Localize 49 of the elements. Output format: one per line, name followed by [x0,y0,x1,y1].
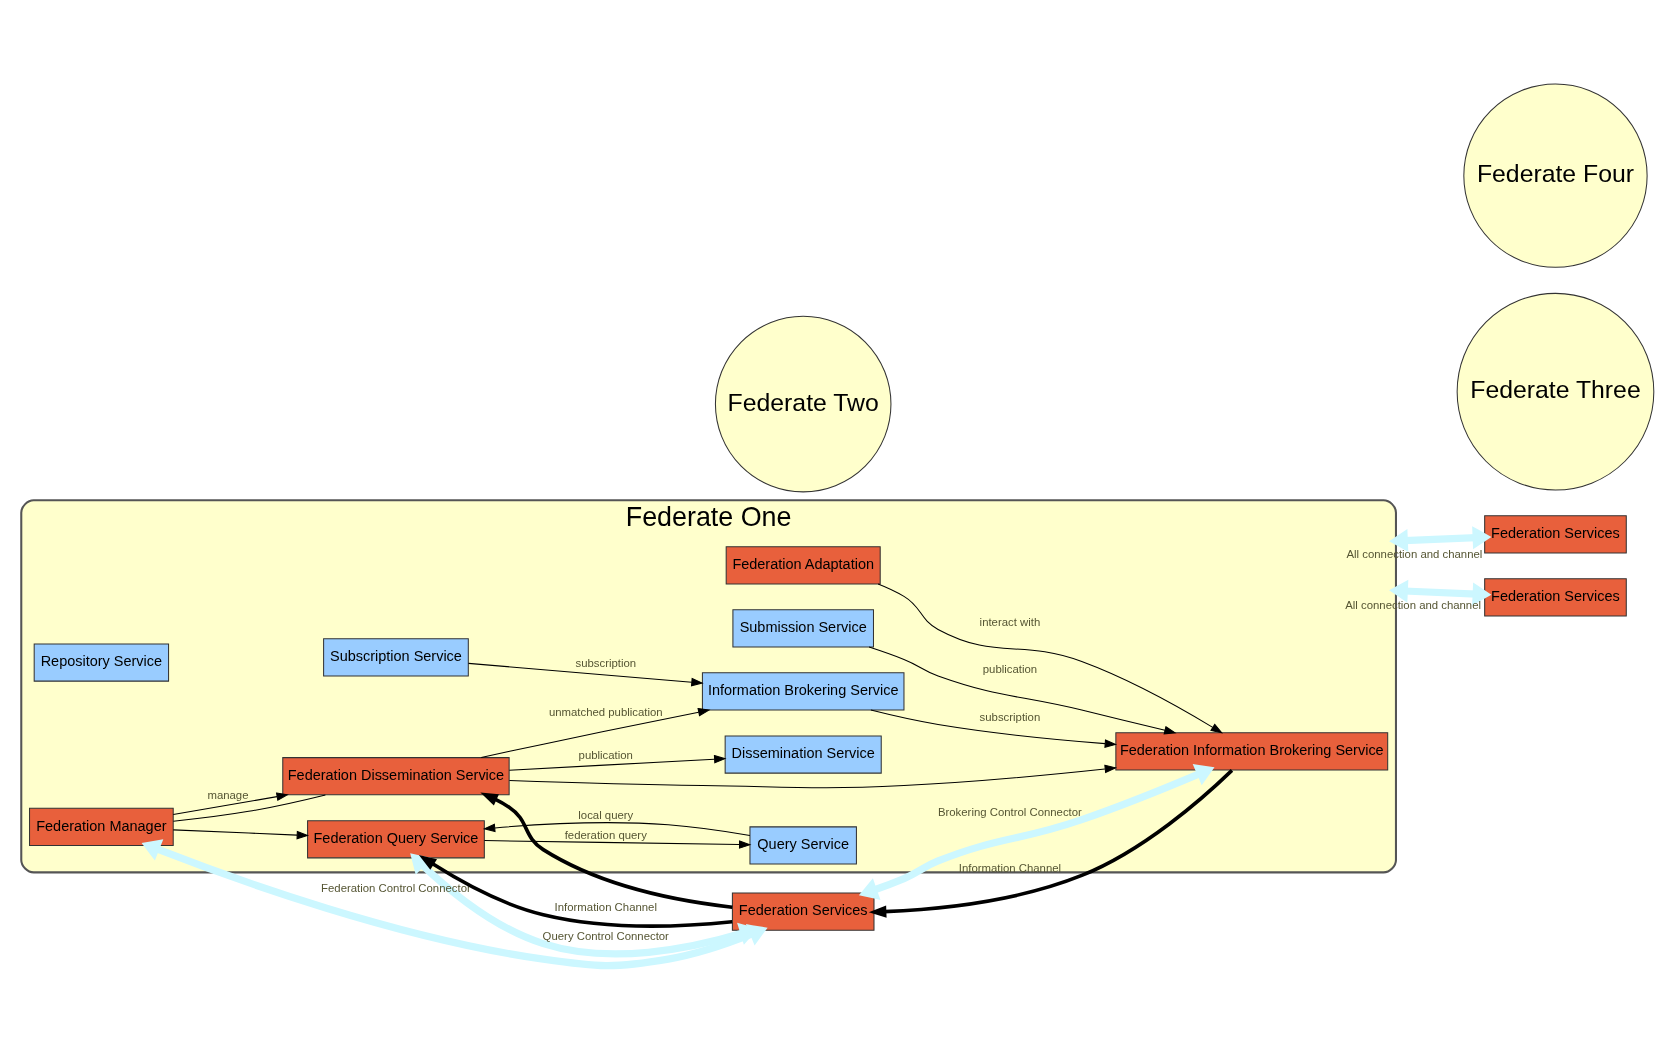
node-circle: Federate Two [714,315,892,493]
edge-label: federation query [564,829,647,842]
node-circle: Federate Three [1456,292,1655,491]
edge-label: subscription [575,657,637,670]
arrow [870,709,1118,748]
node-box: Information Brokering Service [701,672,905,711]
edge-label: Federation Control Connector [321,881,471,894]
edge-label: Query Control Connector [542,930,669,943]
arrow [480,708,711,759]
arrow [1389,526,1492,552]
arrow [467,662,704,687]
node-box: Federation Information Brokering Service [1115,732,1389,771]
edge-label: manage [207,788,249,801]
arrow [868,646,1177,735]
node-box: Federation Manager [29,807,174,846]
arrow [858,764,1215,900]
node-box: Federation Adaptation [725,546,881,585]
node-box: Dissemination Service [724,735,882,774]
node-box: Federation Query Service [307,820,485,859]
edge-label: interact with [979,616,1041,629]
arrow [483,840,752,849]
edge-label: publication [982,662,1038,675]
edge-label: subscription [979,711,1041,724]
node-circle: Federate Four [1463,83,1648,268]
node-box: Federation Services [731,892,875,931]
node-box: Repository Service [33,643,170,682]
arrow [508,754,727,771]
node-box: Federation Dissemination Service [282,757,510,796]
arrow [418,854,733,928]
node-box: Federation Services [1484,515,1627,554]
node-box: Query Service [749,826,857,865]
edge-label: local query [578,809,634,822]
node-box: Subscription Service [323,638,469,677]
edge-label: unmatched publication [548,706,663,719]
arrow [172,829,310,840]
arrow [141,839,768,970]
node-box: Federation Services [1484,578,1627,617]
arrow [877,583,1223,734]
arrow [1389,579,1492,606]
arrow [508,764,1118,789]
edge-label: Information Channel [554,901,657,914]
arrow [480,792,733,909]
arrow [172,792,289,816]
edge-label: Brokering Control Connector [937,806,1082,819]
arrow [868,769,1234,918]
arrow [482,822,751,837]
connector [172,794,326,822]
node-box: Submission Service [732,609,874,648]
edge-label: publication [578,749,633,762]
